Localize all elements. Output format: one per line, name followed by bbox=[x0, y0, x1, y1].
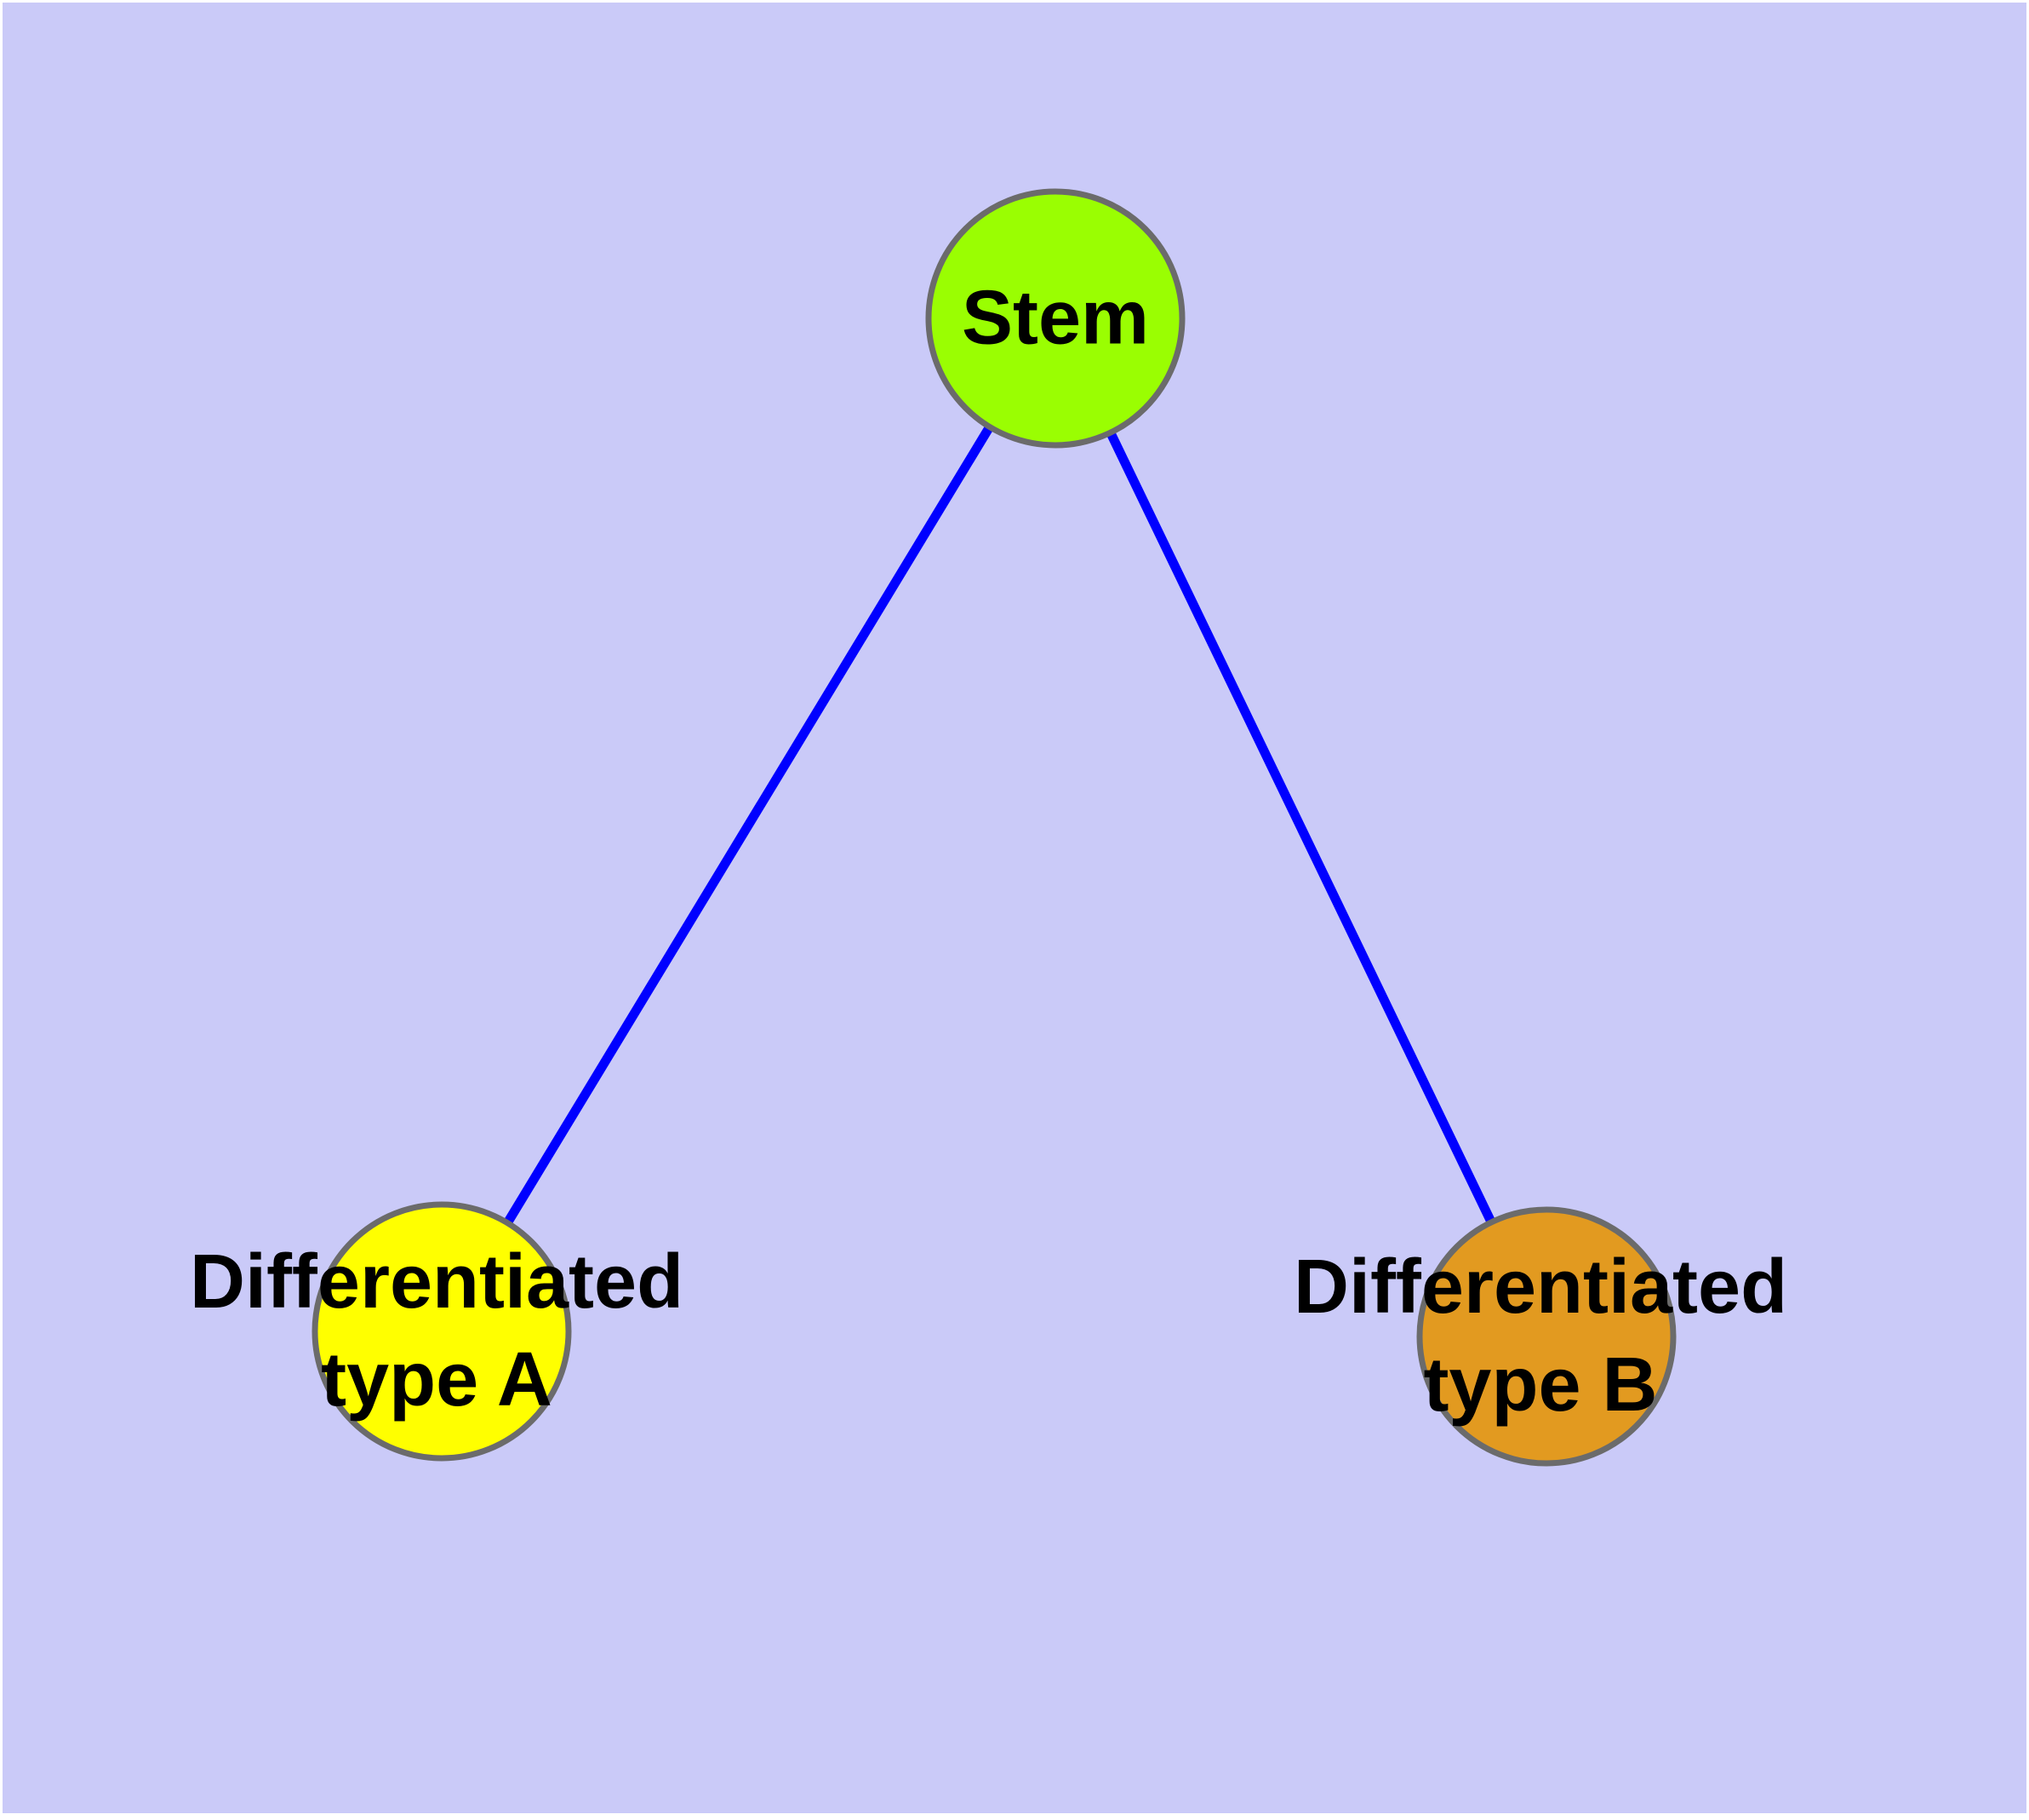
node-type-a-label-line2: type A bbox=[321, 1337, 552, 1422]
edge-stem-to-type-b bbox=[1051, 316, 1551, 1339]
node-type-b-circle bbox=[1416, 1206, 1677, 1467]
node-type-a-label-line1: Differentiated bbox=[189, 1239, 684, 1325]
node-stem-circle bbox=[925, 188, 1186, 449]
node-type-b-label-line2: type B bbox=[1423, 1342, 1658, 1428]
edge-stem-to-type-a bbox=[437, 316, 1060, 1334]
node-type-b-label: Differentiated type B bbox=[1294, 1239, 1787, 1434]
node-type-a-circle bbox=[311, 1201, 572, 1462]
node-type-b-label-line1: Differentiated bbox=[1293, 1245, 1788, 1330]
node-stem-label: Stem bbox=[961, 275, 1150, 361]
node-type-a-label: Differentiated type A bbox=[190, 1233, 683, 1429]
